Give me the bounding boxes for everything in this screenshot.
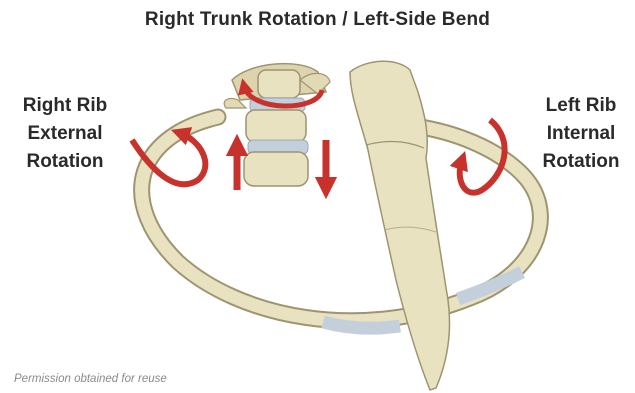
- permission-note: Permission obtained for reuse: [14, 373, 167, 385]
- sternum: [350, 61, 450, 390]
- costal-cartilage-left: [323, 322, 400, 328]
